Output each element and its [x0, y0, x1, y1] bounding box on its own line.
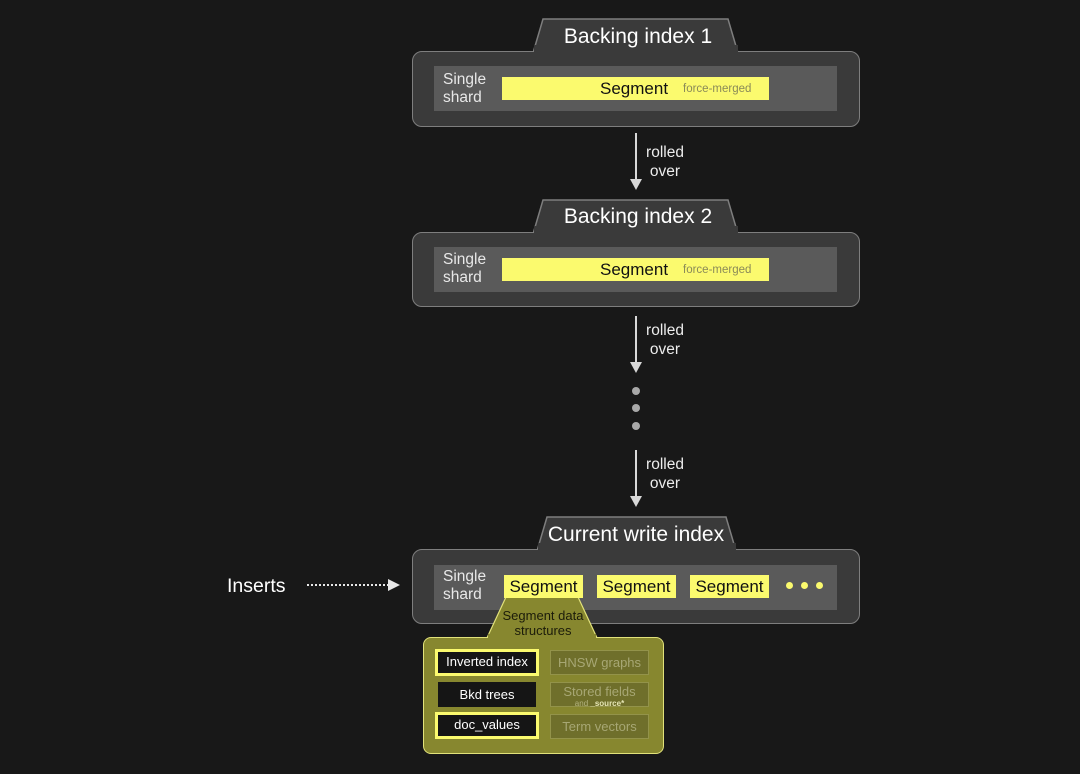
- ellipsis-dot: [632, 422, 640, 430]
- segment-label: Segment: [600, 79, 669, 98]
- segment: Segment: [597, 575, 676, 598]
- backing-index-2-tab: [533, 199, 739, 234]
- ellipsis-dot: [632, 404, 640, 412]
- write-index-title: Current write index: [547, 523, 725, 546]
- backing-index-1-tab: [533, 18, 739, 53]
- shard-label: Single shard: [443, 251, 487, 286]
- more-segments-dot: [801, 582, 808, 589]
- stored-fields-sublabel: and _source*: [551, 699, 648, 708]
- inserts-arrow: [307, 579, 400, 591]
- segment-label: Segment: [600, 260, 669, 279]
- stored-fields-label: Stored fields: [563, 684, 636, 699]
- rollover-arrow-1: [630, 133, 642, 190]
- force-merged-note: force-merged: [683, 83, 752, 95]
- stored-fields-item: Stored fields and _source*: [550, 682, 649, 708]
- write-index-tab: [537, 516, 737, 551]
- segment-force-merged: Segment force-merged: [502, 258, 769, 281]
- rollover-label-2: rolled over: [646, 322, 684, 358]
- segment: Segment: [690, 575, 769, 598]
- stored-fields-sublabel-prefix: and: [574, 699, 589, 708]
- ellipsis-dot: [632, 387, 640, 395]
- rollover-arrow-3: [630, 450, 642, 507]
- hnsw-graphs-item: HNSW graphs: [550, 650, 649, 675]
- rollover-label-1: rolled over: [646, 144, 684, 180]
- backing-index-1-title: Backing index 1: [563, 25, 713, 48]
- shard-label: Single shard: [443, 71, 487, 106]
- backing-index-2-title: Backing index 2: [563, 205, 713, 228]
- inverted-index-item: Inverted index: [435, 649, 539, 676]
- term-vectors-item: Term vectors: [550, 714, 649, 739]
- more-segments-dot: [816, 582, 823, 589]
- shard-label: Single shard: [443, 568, 487, 603]
- data-structures-title-text: Segment data structures: [502, 608, 584, 638]
- segment-force-merged: Segment force-merged: [502, 77, 769, 100]
- rollover-label-3: rolled over: [646, 456, 684, 492]
- source-field-label: _source*: [590, 699, 625, 708]
- doc-values-item: doc_values: [435, 712, 539, 739]
- data-structures-title: Segment data structures: [483, 608, 603, 638]
- inserts-label: Inserts: [227, 575, 286, 597]
- rollover-arrow-2: [630, 316, 642, 373]
- segment: Segment: [504, 575, 583, 598]
- more-segments-dot: [786, 582, 793, 589]
- bkd-trees-item: Bkd trees: [438, 682, 536, 707]
- force-merged-note: force-merged: [683, 264, 752, 276]
